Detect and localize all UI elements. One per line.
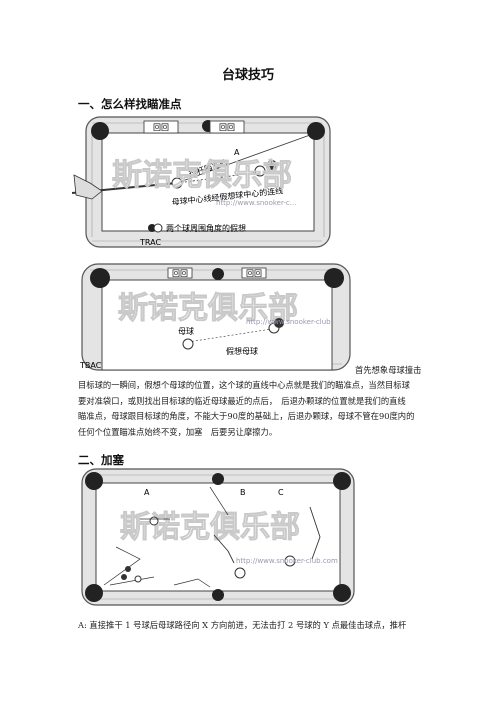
rail-label-right: 回回 [219, 123, 235, 132]
paragraph-line: 目标球的一瞬间，假想个母球的位置，这个球的直线中心点就是我们的瞄准点，当然目标球 [78, 380, 410, 391]
watermark-url: http://www.snooker-c... [216, 199, 296, 207]
diagram-label-b: B [240, 488, 246, 497]
paragraph-line: A: 直接推干 1 号球后母球路径向 X 方向前进，无法击打 2 号球的 Y 点… [78, 620, 407, 630]
paragraph-line: 要对准袋口，或则找出目标球的临近母球最近的点后， 后退办颗球的位置就是我们的直线 [78, 395, 406, 406]
corner-mark-2: TBAC [79, 361, 102, 370]
paragraph-line: 首先想象母球撞击 [355, 365, 422, 375]
rail-label-left-2: 回回 [172, 269, 188, 278]
cue-ball [182, 338, 194, 350]
corner-mark-1: TRAC [139, 238, 161, 247]
page-title: 台球技巧 [221, 68, 274, 83]
section-heading-aiming: 一、怎么样找瞄准点 [78, 97, 182, 111]
watermark-url-3: http://www.snooker-club.com [236, 557, 338, 565]
label-cue-ball: 母球 [178, 326, 194, 336]
figure-aiming-diagram-1: 回回 回回 A 球杆瞄准的 母球中心线经假想球中心的连线 斯诺克俱乐部 http… [72, 116, 331, 248]
paragraph-line: 任何个位置瞄准点始终不变，加塞 后要另让摩擦力。 [78, 426, 278, 437]
paragraph-english: A: 直接推干 1 号球后母球路径向 X 方向前进，无法击打 2 号球的 Y 点… [78, 618, 418, 633]
watermark-title-3: 斯诺克俱乐部 [120, 510, 300, 545]
paragraph-line: 瞄准点，母球跟目标球的角度，不能大于90度的基础上，后退办颗球，母球不管在90度… [78, 411, 415, 422]
legend-text: 两个球周围角度的假想 [166, 223, 246, 233]
rail-label-left: 回回 [153, 123, 169, 132]
diagram-label-a: A [144, 488, 150, 497]
watermark-url-2: http://www.snooker-club [246, 318, 331, 326]
figure-aiming-diagram-2: 回回 回回 斯诺克俱乐部 母球 假想母球 http://www.snooker-… [79, 263, 351, 371]
point-label-a: A [234, 148, 240, 157]
watermark-title: 斯诺克俱乐部 [112, 158, 292, 193]
label-ghost-ball: 假想母球 [226, 346, 258, 356]
diagram-label-c: C [278, 488, 284, 497]
watermark-title-2: 斯诺克俱乐部 [118, 291, 298, 326]
section-heading-english: 二、加塞 [78, 453, 124, 467]
rail-label-right-2: 回回 [246, 269, 262, 278]
figure-english-diagram: A B C 斯诺克俱乐部 http://www.snooker-club.com [81, 468, 355, 606]
object-ball [274, 318, 284, 328]
paragraph-aiming: 首先想象母球撞击 目标球的一瞬间，假想个母球的位置，这个球的直线中心点就是我们的… [78, 363, 422, 440]
